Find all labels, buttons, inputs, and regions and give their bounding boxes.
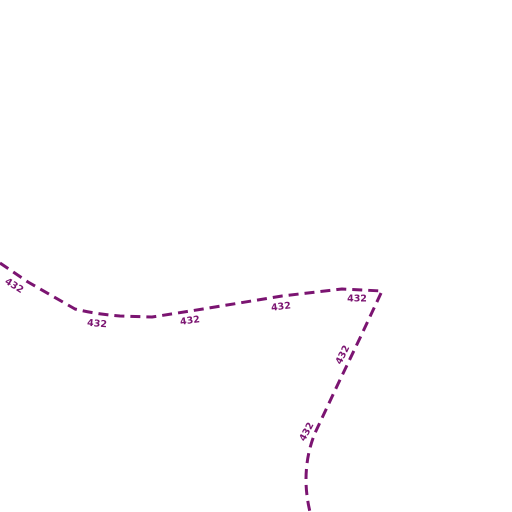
route-label: 432 bbox=[87, 318, 108, 331]
route-labels: 432 432 432 432 432 432 432 bbox=[3, 276, 367, 443]
route-432-line bbox=[0, 261, 384, 512]
route-label: 432 bbox=[334, 344, 353, 367]
route-label: 432 bbox=[3, 276, 26, 296]
route-label: 432 bbox=[270, 300, 291, 313]
route-label: 432 bbox=[347, 294, 367, 305]
route-label: 432 bbox=[179, 314, 200, 328]
